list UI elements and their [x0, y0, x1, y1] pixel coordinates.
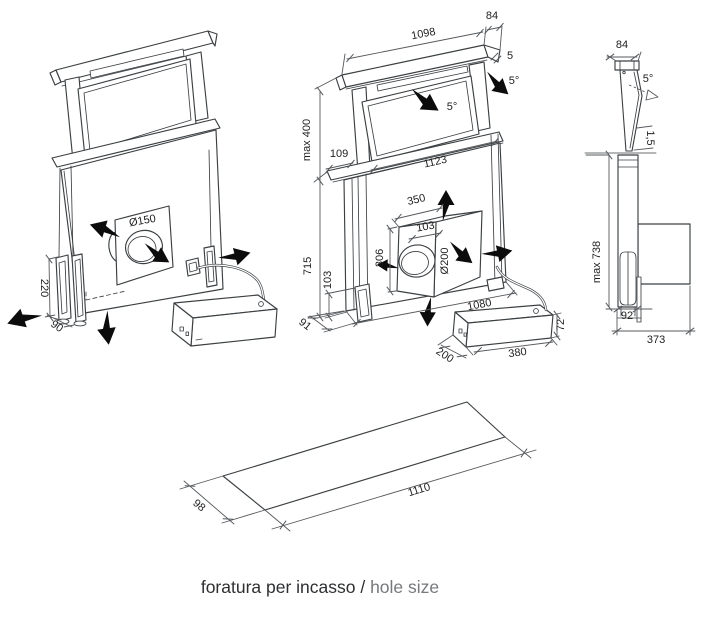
dim-label: 220: [38, 279, 50, 297]
dim-top-width: 1098: [341, 26, 487, 75]
dim-body-height: 715: [302, 180, 347, 322]
caption-english: hole size: [370, 577, 439, 597]
dim-label: Ø150: [128, 213, 157, 229]
dim-label: 306: [374, 249, 386, 267]
dim-riser-height: 220: [38, 254, 62, 322]
dim-label: 373: [647, 334, 665, 346]
dim-label: 715: [302, 257, 314, 275]
dim-max-height: max 738: [585, 150, 613, 312]
arrow-down-icon: [419, 296, 437, 327]
arrow-left-icon: [4, 302, 45, 333]
arrow-down-icon: [94, 309, 119, 347]
dim-label: 1,5: [644, 130, 656, 145]
caption-italian: foratura per incasso /: [201, 577, 370, 597]
dim-tilt: 5°: [643, 73, 654, 85]
dim-label: 1098: [410, 26, 436, 42]
dim-label: 90: [48, 318, 65, 335]
riser-foot: [354, 283, 373, 323]
dim-label: 5: [507, 50, 513, 62]
front-view: 1098 84 5 5° 5° max 400 715 109: [296, 10, 567, 366]
dim-riser-depth: 90: [44, 310, 75, 335]
dim-label: max 400: [301, 119, 313, 161]
dim-label: 92: [621, 310, 633, 322]
vent-slot: [376, 65, 469, 92]
dim-label: 84: [616, 39, 628, 51]
dim-label: 200: [434, 345, 456, 365]
dim-duct-diameter: Ø150: [128, 213, 157, 229]
perspective-view: Ø150 220 90: [4, 30, 278, 347]
dim-blower-width: 350: [391, 192, 446, 228]
control-box: [171, 294, 278, 347]
blower-side: [637, 223, 691, 285]
dim-collar-offset: 103: [406, 220, 445, 244]
junction-box: [185, 257, 201, 277]
dim-body-depth: 92: [605, 305, 653, 322]
dim-label: 98: [190, 497, 207, 514]
dim-label: 109: [330, 148, 348, 160]
dim-blower-height: 306: [374, 224, 398, 296]
glass-panel: [361, 75, 480, 163]
dim-label: 1080: [466, 297, 492, 313]
vent-slot: [89, 48, 185, 79]
dim-panel-tilt: 5°: [447, 101, 458, 113]
riser-bracket: [55, 254, 72, 322]
side-view: 5° 84 1,5 max 738 92 373: [584, 39, 696, 346]
cutout-outline: [222, 401, 506, 511]
dim-label: 103: [322, 271, 334, 289]
hood-linework: [584, 60, 691, 323]
hood-linework: [326, 44, 554, 348]
dim-label: 1123: [422, 154, 448, 171]
dim-label: 380: [508, 346, 528, 360]
dim-gap: 1,5: [633, 125, 656, 151]
dim-frame-width: 1123: [368, 137, 501, 174]
dim-top-depth: 84: [605, 39, 642, 62]
dim-outlet-diameter: Ø200: [439, 248, 451, 275]
hole-size-view: 1110 98: [179, 401, 537, 532]
dim-foot-height: 103: [322, 271, 356, 322]
dim-visor-tilt: 5°: [509, 75, 520, 87]
dim-label: 350: [406, 192, 427, 208]
hood-linework: [49, 30, 278, 347]
dim-label: 72: [555, 319, 567, 331]
dim-top-depth: 84: [482, 10, 506, 51]
dim-max-rise: max 400: [301, 77, 337, 186]
dim-lip-gap: 5: [490, 50, 513, 64]
dim-flange-offset: 109: [323, 148, 357, 174]
dim-total-depth: 373: [611, 285, 696, 346]
dim-label: 84: [486, 10, 498, 22]
dim-base-offset: 91: [296, 310, 359, 335]
dim-label: 91: [296, 316, 313, 333]
dim-label: max 738: [591, 241, 603, 283]
dim-control-box-width: 380: [465, 337, 558, 360]
dim-base-width: 1080: [345, 281, 518, 328]
dim-label: 1110: [406, 481, 431, 499]
dim-label: 103: [415, 220, 435, 235]
caption: foratura per incasso / hole size: [201, 577, 439, 597]
visor-profile: [619, 69, 643, 152]
open-arrow-icon: [645, 89, 659, 101]
dim-control-box-height: 72: [550, 310, 567, 341]
